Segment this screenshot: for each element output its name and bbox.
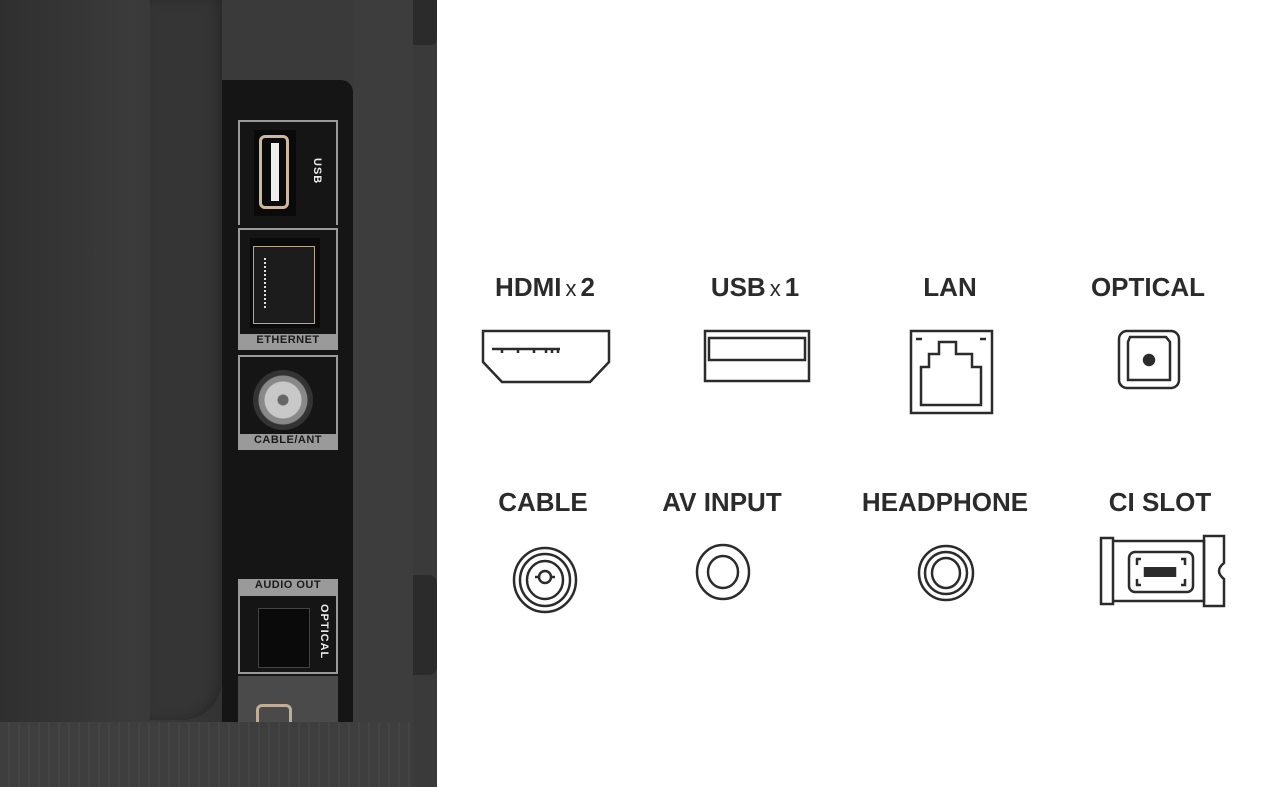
optical-frame bbox=[238, 579, 338, 674]
usb-label: USB bbox=[311, 158, 323, 185]
tv-knob-bottom bbox=[413, 575, 437, 675]
port-label-ci-slot: CI SLOT bbox=[1108, 487, 1212, 517]
tv-knob-top bbox=[413, 0, 437, 45]
port-label-lan: LAN bbox=[923, 272, 977, 302]
ethernet-frame bbox=[238, 228, 338, 350]
audio-out-label: AUDIO OUT bbox=[238, 579, 338, 596]
port-label-optical: OPTICAL bbox=[1090, 272, 1206, 302]
cable-ant-label: CABLE/ANT bbox=[238, 434, 338, 450]
lan-icon bbox=[909, 329, 994, 415]
usb-port bbox=[254, 130, 296, 216]
port-label-headphone: HEADPHONE bbox=[861, 487, 1029, 517]
ci-card-icon bbox=[1099, 534, 1226, 608]
ethernet-port bbox=[250, 238, 320, 328]
cable-frame bbox=[238, 355, 338, 450]
hdmi-port-area bbox=[238, 676, 338, 736]
port-label-cable: CABLE bbox=[498, 487, 588, 517]
coax-icon bbox=[512, 546, 578, 614]
coax-port bbox=[253, 370, 313, 430]
headphone-jack-icon bbox=[917, 544, 975, 602]
usb-port-frame bbox=[238, 120, 338, 225]
tv-body-bump bbox=[150, 0, 222, 720]
usb-icon bbox=[703, 329, 811, 383]
optical-label: OPTICAL bbox=[318, 604, 330, 660]
optical-icon bbox=[1117, 329, 1181, 390]
ethernet-label: ETHERNET bbox=[238, 334, 338, 350]
hdmi-icon bbox=[481, 329, 611, 384]
tv-stand bbox=[0, 722, 410, 787]
port-label-av-input: AV INPUT bbox=[662, 487, 782, 517]
tv-side bbox=[353, 0, 413, 787]
av-jack-icon bbox=[695, 543, 751, 601]
optical-port bbox=[258, 608, 310, 668]
